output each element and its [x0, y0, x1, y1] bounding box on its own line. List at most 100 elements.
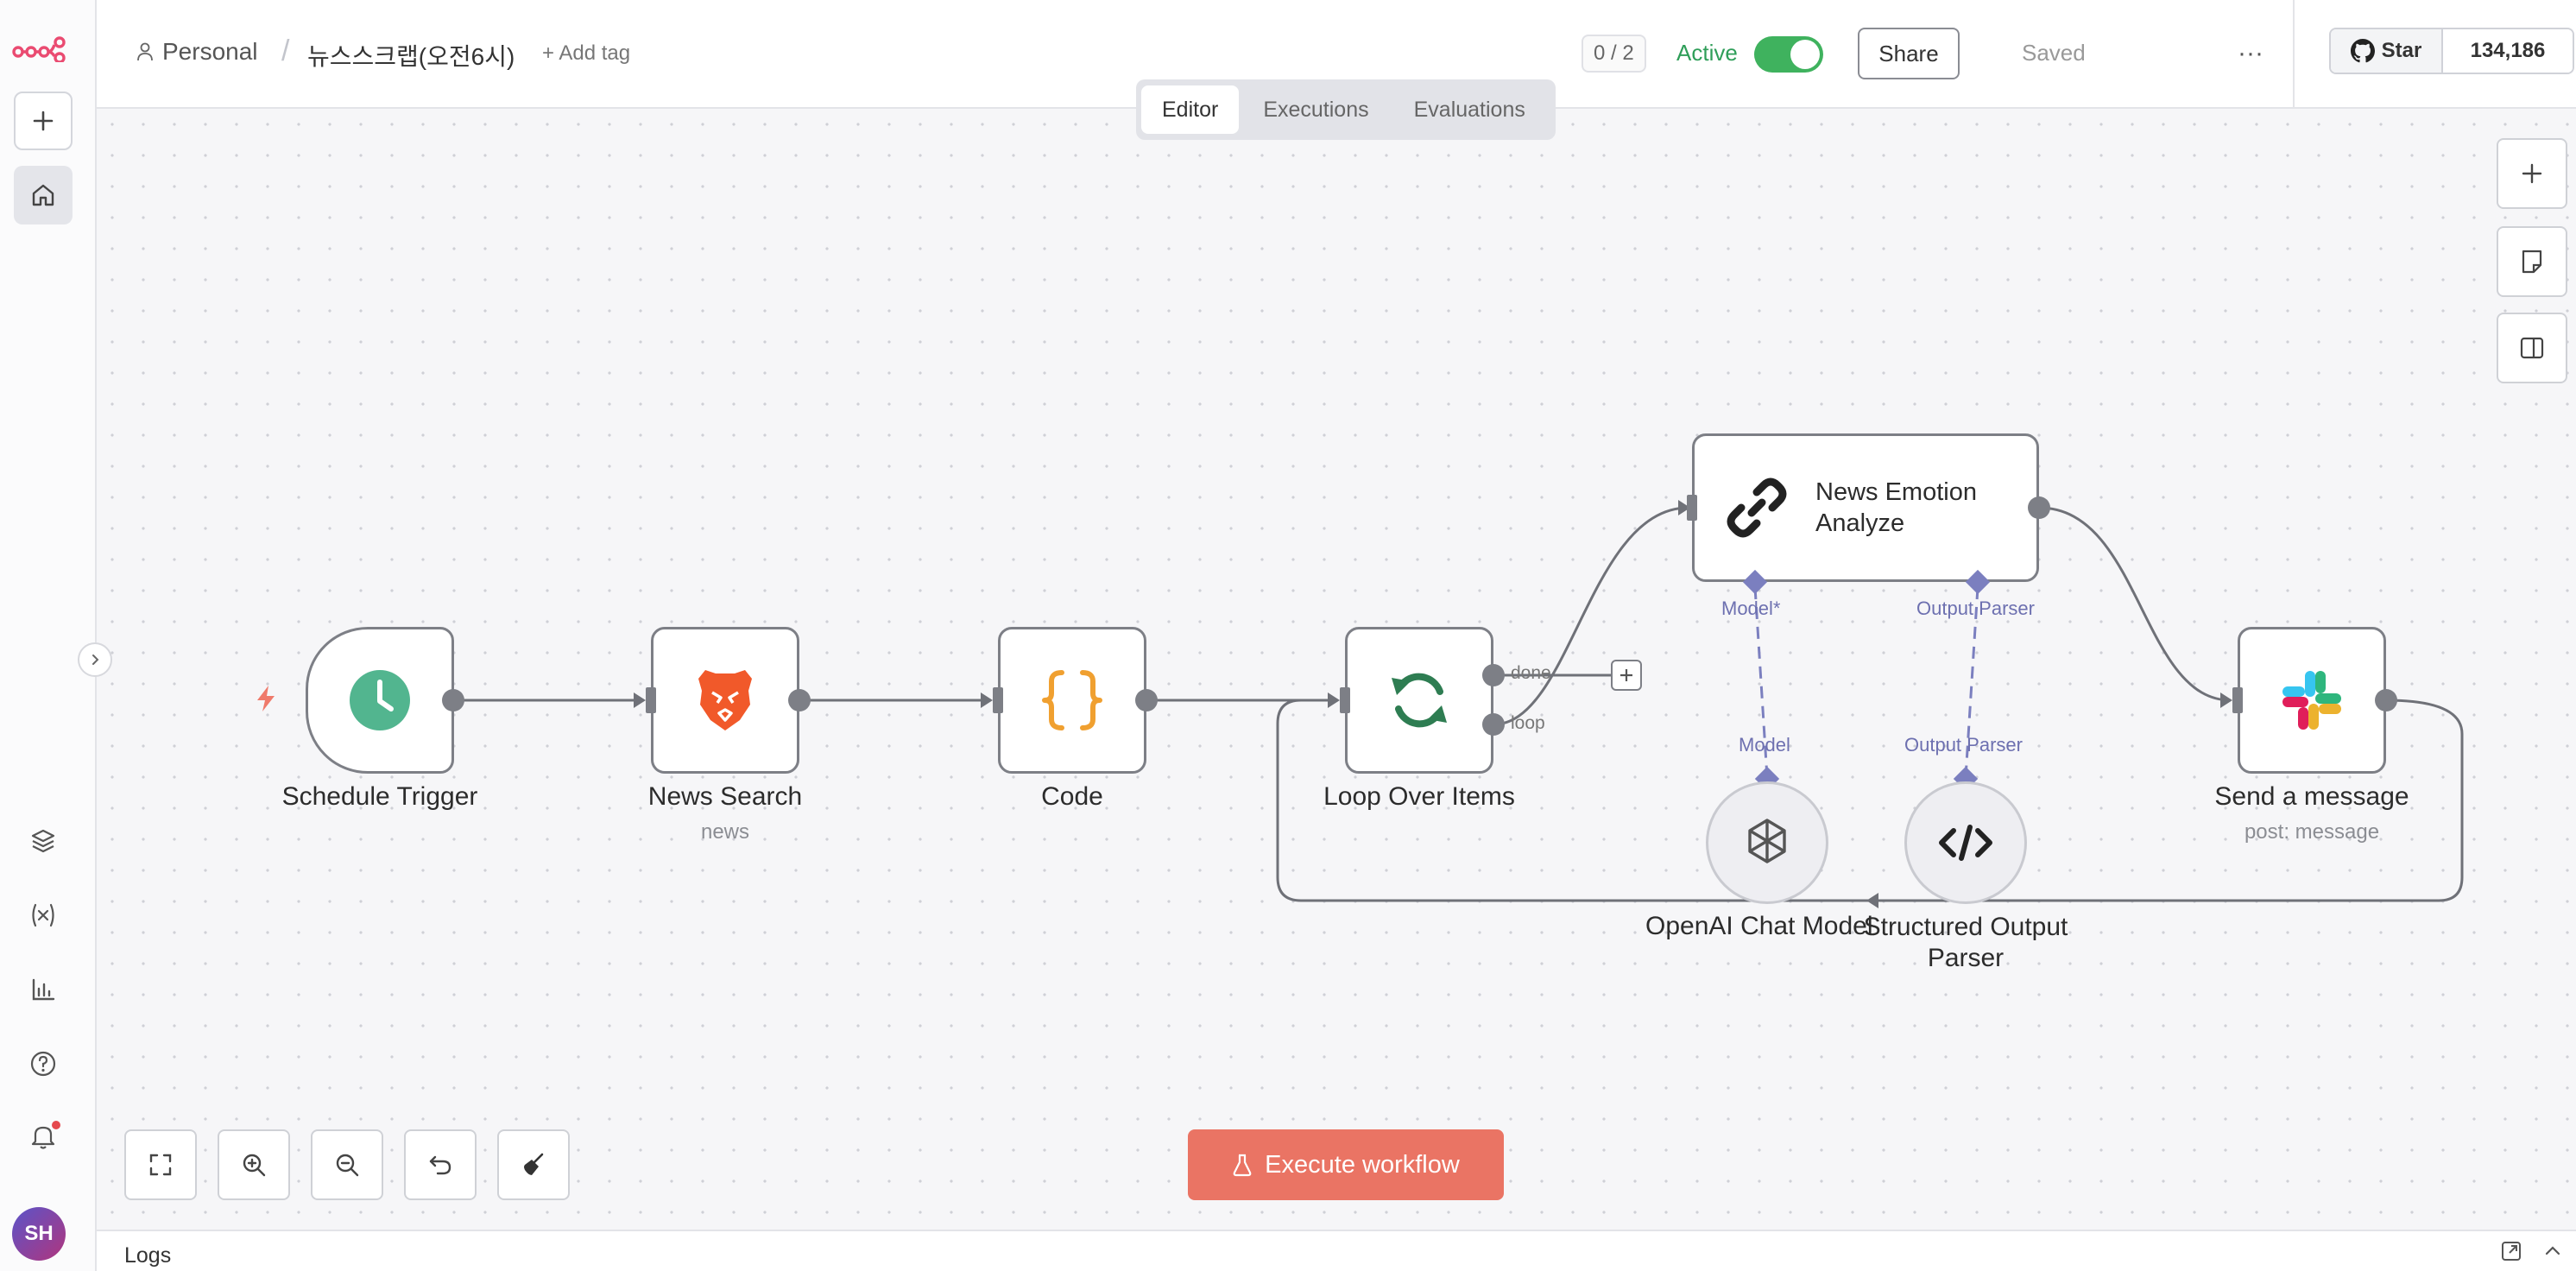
- node-news-emotion-analyze[interactable]: News Emotion Analyze: [1692, 433, 2039, 582]
- breadcrumb-project[interactable]: Personal: [136, 38, 258, 66]
- more-options-icon[interactable]: ···: [2238, 39, 2263, 67]
- node-code[interactable]: [998, 627, 1146, 774]
- sticky-note-icon: [2522, 250, 2542, 274]
- node-openai-chat-model[interactable]: [1706, 781, 1828, 904]
- share-button[interactable]: Share: [1858, 28, 1960, 79]
- project-name: Personal: [162, 38, 258, 65]
- zoom-out-button[interactable]: [311, 1129, 383, 1200]
- home-icon[interactable]: [14, 166, 73, 224]
- variables-icon[interactable]: [14, 886, 73, 945]
- add-node-button[interactable]: [2497, 138, 2567, 209]
- node-subtitle-slack: post: message: [2244, 820, 2380, 844]
- tab-evaluations[interactable]: Evaluations: [1413, 97, 1525, 122]
- production-checklist-counter[interactable]: 0 / 2: [1582, 35, 1646, 73]
- label-parser-port: Output Parser: [1904, 734, 2023, 756]
- notification-dot: [52, 1121, 60, 1129]
- github-star-count[interactable]: 134,186: [2443, 29, 2573, 73]
- github-star-widget[interactable]: Star 134,186: [2329, 28, 2574, 74]
- brave-lion-icon: [698, 670, 752, 730]
- logs-label: Logs: [124, 1243, 172, 1268]
- port-out-agent[interactable]: [2028, 496, 2050, 519]
- node-title-loop: Loop Over Items: [1323, 782, 1515, 811]
- chevron-up-icon[interactable]: [2541, 1240, 2564, 1267]
- saved-status: Saved: [2022, 40, 2086, 66]
- node-title-news-search: News Search: [647, 782, 803, 811]
- clock-icon: [350, 670, 410, 730]
- zoom-out-icon: [336, 1154, 359, 1177]
- active-label: Active: [1676, 40, 1738, 66]
- add-sticky-note-button[interactable]: [2497, 226, 2567, 297]
- create-button[interactable]: [14, 92, 73, 150]
- pop-out-icon[interactable]: [2500, 1240, 2522, 1267]
- node-schedule-trigger[interactable]: [306, 627, 454, 774]
- node-title-agent: News Emotion Analyze: [1815, 478, 1977, 537]
- templates-icon[interactable]: [14, 812, 73, 870]
- tidy-up-button[interactable]: [497, 1129, 570, 1200]
- workflow-canvas[interactable]: [97, 109, 2576, 1230]
- undo-button[interactable]: [404, 1129, 477, 1200]
- help-icon[interactable]: [14, 1034, 73, 1093]
- execute-workflow-button[interactable]: Execute workflow: [1188, 1129, 1504, 1200]
- node-news-search[interactable]: [651, 627, 799, 774]
- execute-workflow-label: Execute workflow: [1265, 1150, 1460, 1179]
- plus-icon: [2522, 163, 2542, 184]
- slack-icon: [2282, 671, 2341, 730]
- active-toggle[interactable]: [1754, 36, 1823, 73]
- node-title-schedule-trigger: Schedule Trigger: [281, 782, 478, 811]
- node-title-openai: OpenAI Chat Model: [1645, 912, 1873, 940]
- port-in-slack[interactable]: [2232, 687, 2243, 713]
- code-tag-icon: [1939, 825, 1992, 861]
- workflow-name[interactable]: 뉴스스크랩(오전6시): [307, 43, 515, 70]
- tab-editor[interactable]: Editor: [1141, 85, 1240, 134]
- tab-executions[interactable]: Executions: [1263, 97, 1369, 122]
- label-agent-parser: Output Parser: [1916, 598, 2035, 619]
- toggle-knob: [1790, 40, 1820, 69]
- add-tag-button[interactable]: + Add tag: [542, 41, 631, 65]
- label-agent-model: Model*: [1721, 598, 1781, 619]
- fullscreen-icon: [149, 1154, 172, 1176]
- openai-icon: [1748, 819, 1786, 863]
- port-out-loop[interactable]: [1482, 713, 1505, 736]
- insights-icon[interactable]: [14, 960, 73, 1019]
- fit-view-button[interactable]: [124, 1129, 197, 1200]
- user-icon: [137, 42, 153, 61]
- node-loop-over-items[interactable]: [1345, 627, 1493, 774]
- breadcrumb-separator: /: [281, 35, 290, 67]
- port-in-loop[interactable]: [1340, 687, 1350, 713]
- user-avatar[interactable]: SH: [12, 1207, 66, 1261]
- notifications-bell-icon[interactable]: [14, 1107, 73, 1166]
- n8n-logo-icon[interactable]: [9, 19, 69, 79]
- github-star-button[interactable]: Star: [2331, 29, 2443, 73]
- port-out-search[interactable]: [788, 689, 811, 711]
- flask-icon: [1233, 1154, 1252, 1177]
- node-structured-output-parser[interactable]: [1904, 781, 2027, 904]
- label-done: done: [1511, 663, 1551, 683]
- toggle-side-panel-button[interactable]: [2497, 313, 2567, 383]
- undo-icon: [429, 1155, 451, 1175]
- expand-sidebar-button[interactable]: [78, 642, 112, 677]
- logs-panel-bar[interactable]: Logs: [97, 1230, 2576, 1271]
- port-out-trigger[interactable]: [442, 689, 464, 711]
- label-openai-model: Model: [1739, 734, 1790, 756]
- header-divider: [2293, 0, 2295, 109]
- port-in-agent[interactable]: [1687, 495, 1697, 521]
- chain-link-icon: [1727, 477, 1787, 538]
- node-title-slack: Send a message: [2214, 782, 2409, 811]
- port-out-done[interactable]: [1482, 664, 1505, 686]
- node-title-code: Code: [1041, 782, 1103, 811]
- node-send-a-message[interactable]: [2238, 627, 2386, 774]
- github-icon: [2350, 39, 2375, 63]
- port-out-slack[interactable]: [2375, 689, 2397, 711]
- broom-icon: [524, 1153, 544, 1175]
- zoom-in-icon: [243, 1154, 266, 1177]
- trigger-bolt-icon: [254, 684, 278, 718]
- port-out-code[interactable]: [1135, 689, 1158, 711]
- port-in-code[interactable]: [993, 687, 1003, 713]
- add-node-done-button[interactable]: [1611, 660, 1642, 691]
- zoom-in-button[interactable]: [218, 1129, 290, 1200]
- label-loop: loop: [1511, 713, 1545, 733]
- side-panel-icon: [2520, 337, 2544, 359]
- view-tabs: Editor Executions Evaluations: [1136, 79, 1556, 140]
- port-in-search[interactable]: [646, 687, 656, 713]
- github-star-label: Star: [2381, 39, 2422, 62]
